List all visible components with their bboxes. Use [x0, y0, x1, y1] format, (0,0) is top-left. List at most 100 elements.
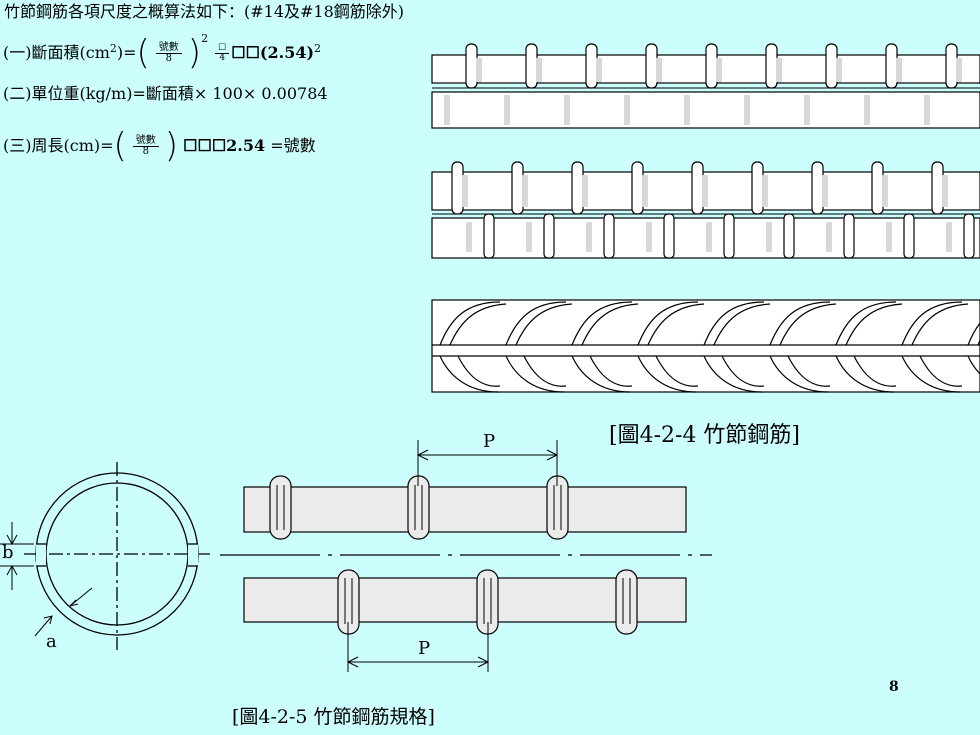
formula1-power: 2: [201, 31, 209, 45]
rib: [903, 213, 915, 259]
rib: [885, 43, 898, 89]
rib: [963, 213, 975, 259]
formula3-prefix: (三)周長(cm)=: [3, 136, 114, 156]
spiral-rib: [647, 303, 705, 346]
fraction-denominator: 8: [165, 53, 172, 65]
rib-shadow: [624, 95, 630, 125]
rib: [931, 161, 944, 215]
left-paren: (: [136, 33, 150, 73]
rib-shadow: [536, 58, 542, 82]
rib: [645, 43, 658, 89]
rib: [451, 161, 464, 215]
spiral-rib: [457, 355, 501, 387]
spiral-rib: [721, 355, 765, 387]
rib-shadow: [744, 95, 750, 125]
rib-shadow: [466, 222, 472, 252]
figure-caption-4-2-5: [圖4-2-5 竹節鋼筋規格]: [232, 706, 435, 728]
rib-shadow: [586, 222, 592, 252]
rib: [691, 161, 704, 215]
figure-caption-4-2-4: [圖4-2-4 竹節鋼筋]: [609, 423, 801, 448]
rib-shadow: [826, 222, 832, 252]
side-rib: [615, 569, 638, 635]
rib-shadow: [706, 222, 712, 252]
pitch-label-bottom: P: [418, 638, 431, 659]
rib: [511, 161, 524, 215]
left-paren: (: [113, 126, 127, 166]
pitch-dimension-top: [416, 440, 559, 486]
spiral-rib: [919, 355, 963, 387]
spiral-rib: [911, 303, 969, 346]
spiral-rib: [769, 355, 829, 393]
rib: [811, 161, 824, 215]
rib-shadow: [836, 58, 842, 82]
rib-shadow: [776, 58, 782, 82]
heading-text: 竹節鋼筋各項尺度之概算法如下：(#14及#18鋼筋除外): [4, 2, 405, 21]
rib-shadow: [822, 175, 828, 207]
label-b: b: [2, 542, 14, 563]
rib-shadow: [942, 175, 948, 207]
spiral-rib: [637, 301, 699, 346]
right-paren: ): [164, 126, 179, 166]
cross-section: [0, 462, 210, 650]
right-paren: ): [187, 33, 202, 73]
rib-shadow: [956, 58, 962, 82]
spiral-rib: [853, 355, 897, 387]
spiral-rib: [571, 301, 633, 346]
side-view-lower: [243, 577, 687, 623]
rib: [465, 43, 478, 89]
rib-shadow: [582, 175, 588, 207]
label-a: a: [46, 631, 57, 652]
rib: [783, 213, 795, 259]
quarter-fraction: ☐4: [215, 44, 230, 64]
rib-shadow: [896, 58, 902, 82]
rib: [631, 161, 644, 215]
spiral-rib: [967, 355, 980, 375]
side-rib: [269, 475, 292, 540]
rib-shadow: [762, 175, 768, 207]
rib-shadow: [684, 95, 690, 125]
spiral-rib: [967, 322, 980, 346]
formula1-eq: )=: [116, 43, 137, 63]
spiral-rib: [901, 301, 963, 346]
rib: [585, 43, 598, 89]
spiral-rib: [589, 355, 633, 387]
rib: [723, 213, 735, 259]
spiral-rib: [901, 355, 961, 393]
rib-shadow: [766, 222, 772, 252]
formula1-tail: ☐☐(2.54): [231, 43, 315, 63]
spiral-rib: [505, 355, 565, 393]
spiral-rib: [769, 301, 831, 346]
spiral-rib: [439, 301, 501, 346]
rib-shadow: [504, 95, 510, 125]
side-view-upper: [243, 486, 687, 533]
rebar1-ribs: [444, 43, 962, 125]
rib-shadow: [864, 95, 870, 125]
rib: [483, 213, 495, 259]
rib: [571, 161, 584, 215]
spiral-rib: [787, 355, 831, 387]
pitch-dimension-bottom: [346, 622, 490, 672]
spiral-rib: [571, 355, 631, 393]
rib: [751, 161, 764, 215]
spiral-rib: [779, 303, 837, 346]
spiral-rib: [835, 301, 897, 346]
rib: [603, 213, 615, 259]
spiral-rib: [655, 355, 699, 387]
spiral-rib: [637, 355, 697, 393]
rib-shadow: [702, 175, 708, 207]
spiral-rib: [845, 303, 903, 346]
spiral-rib: [713, 303, 771, 346]
rebar2-ribs: [451, 161, 975, 259]
rib: [825, 43, 838, 89]
formula1-sup: 2: [109, 41, 117, 55]
spiral-rib: [505, 301, 567, 346]
rib-shadow: [564, 95, 570, 125]
fraction-numerator: 號數: [132, 136, 159, 148]
formula3-tail: ☐☐☐2.54: [183, 136, 266, 156]
fraction-denominator: 8: [142, 146, 149, 158]
quarter-denominator: 4: [219, 53, 226, 64]
